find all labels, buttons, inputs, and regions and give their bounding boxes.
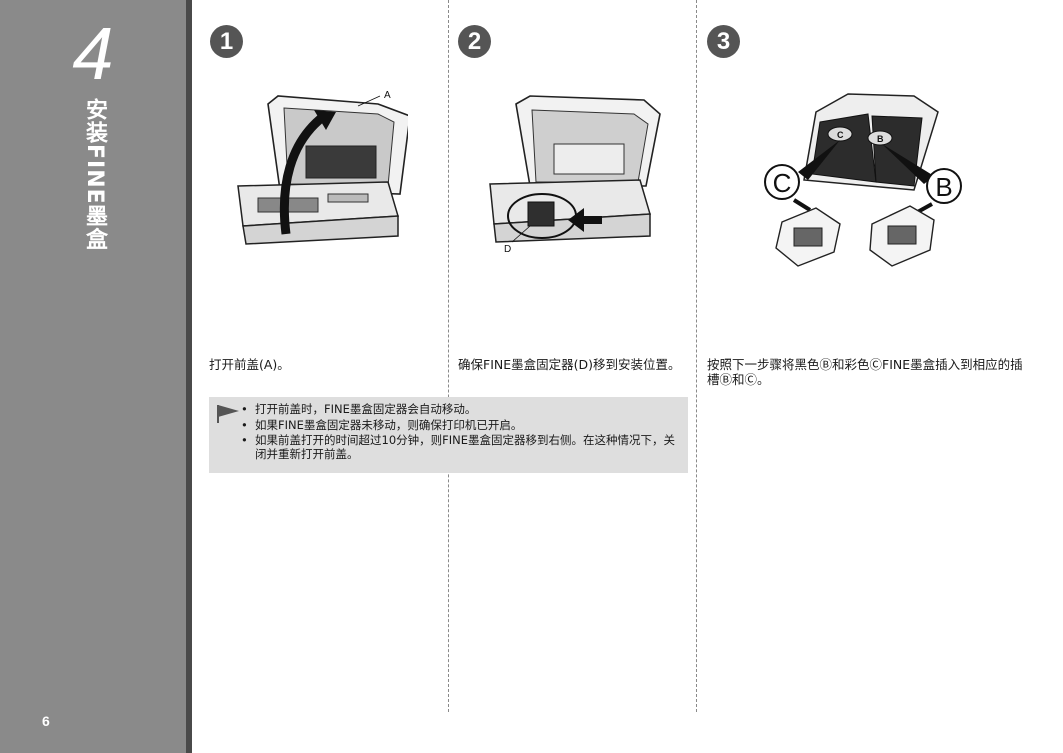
note-item: • 打开前盖时，FINE墨盒固定器会自动移动。 — [241, 402, 681, 417]
step-3-number: 3 — [707, 25, 740, 58]
step-1-caption: 打开前盖(A)。 — [209, 357, 290, 372]
flag-icon — [217, 405, 239, 423]
column-divider-2 — [696, 0, 697, 712]
cartridge-slots-illustration: C B C B — [764, 93, 962, 267]
callout-d-label: D — [504, 244, 511, 255]
callout-c-label: C — [773, 168, 792, 198]
note-box: • 打开前盖时，FINE墨盒固定器会自动移动。 • 如果FINE墨盒固定器未移动，则… — [209, 397, 688, 473]
sidebar-edge — [186, 0, 192, 753]
step-3-caption: 按照下一步骤将黑色Ⓑ和彩色ⒸFINE墨盒插入到相应的插槽Ⓑ和Ⓒ。 — [707, 357, 1023, 387]
cartridge-holder-illustration: D — [489, 95, 661, 255]
page-number: 6 — [42, 713, 50, 729]
callout-b-label: B — [935, 172, 952, 202]
note-item: • 如果前盖打开的时间超过10分钟，则FINE墨盒固定器移到右侧。在这种情况下，关… — [241, 433, 681, 461]
step-2-caption: 确保FINE墨盒固定器(D)移到安装位置。 — [458, 357, 681, 372]
note-list: • 打开前盖时，FINE墨盒固定器会自动移动。 • 如果FINE墨盒固定器未移动，则… — [241, 402, 681, 463]
slot-c-mark: C — [837, 130, 844, 140]
note-item-text: 如果前盖打开的时间超过10分钟，则FINE墨盒固定器移到右侧。在这种情况下，关闭… — [255, 433, 676, 461]
bullet: • — [241, 402, 248, 416]
printer-open-cover-illustration: A — [237, 90, 408, 245]
note-item-text: 打开前盖时，FINE墨盒固定器会自动移动。 — [255, 402, 477, 416]
note-item: • 如果FINE墨盒固定器未移动，则确保打印机已开启。 — [241, 417, 681, 433]
step-2-number: 2 — [458, 25, 491, 58]
section-title: 安装FINE墨盒 — [82, 98, 107, 251]
callout-a-label: A — [384, 90, 391, 101]
note-item-text: 如果FINE墨盒固定器未移动，则确保打印机已开启。 — [255, 417, 523, 432]
bullet: • — [241, 433, 248, 447]
column-divider-1 — [448, 0, 449, 712]
bullet: • — [241, 417, 248, 432]
step-1-number: 1 — [210, 25, 243, 58]
section-step-number: 4 — [72, 12, 114, 95]
slot-b-mark: B — [877, 134, 884, 144]
sidebar — [0, 0, 186, 753]
